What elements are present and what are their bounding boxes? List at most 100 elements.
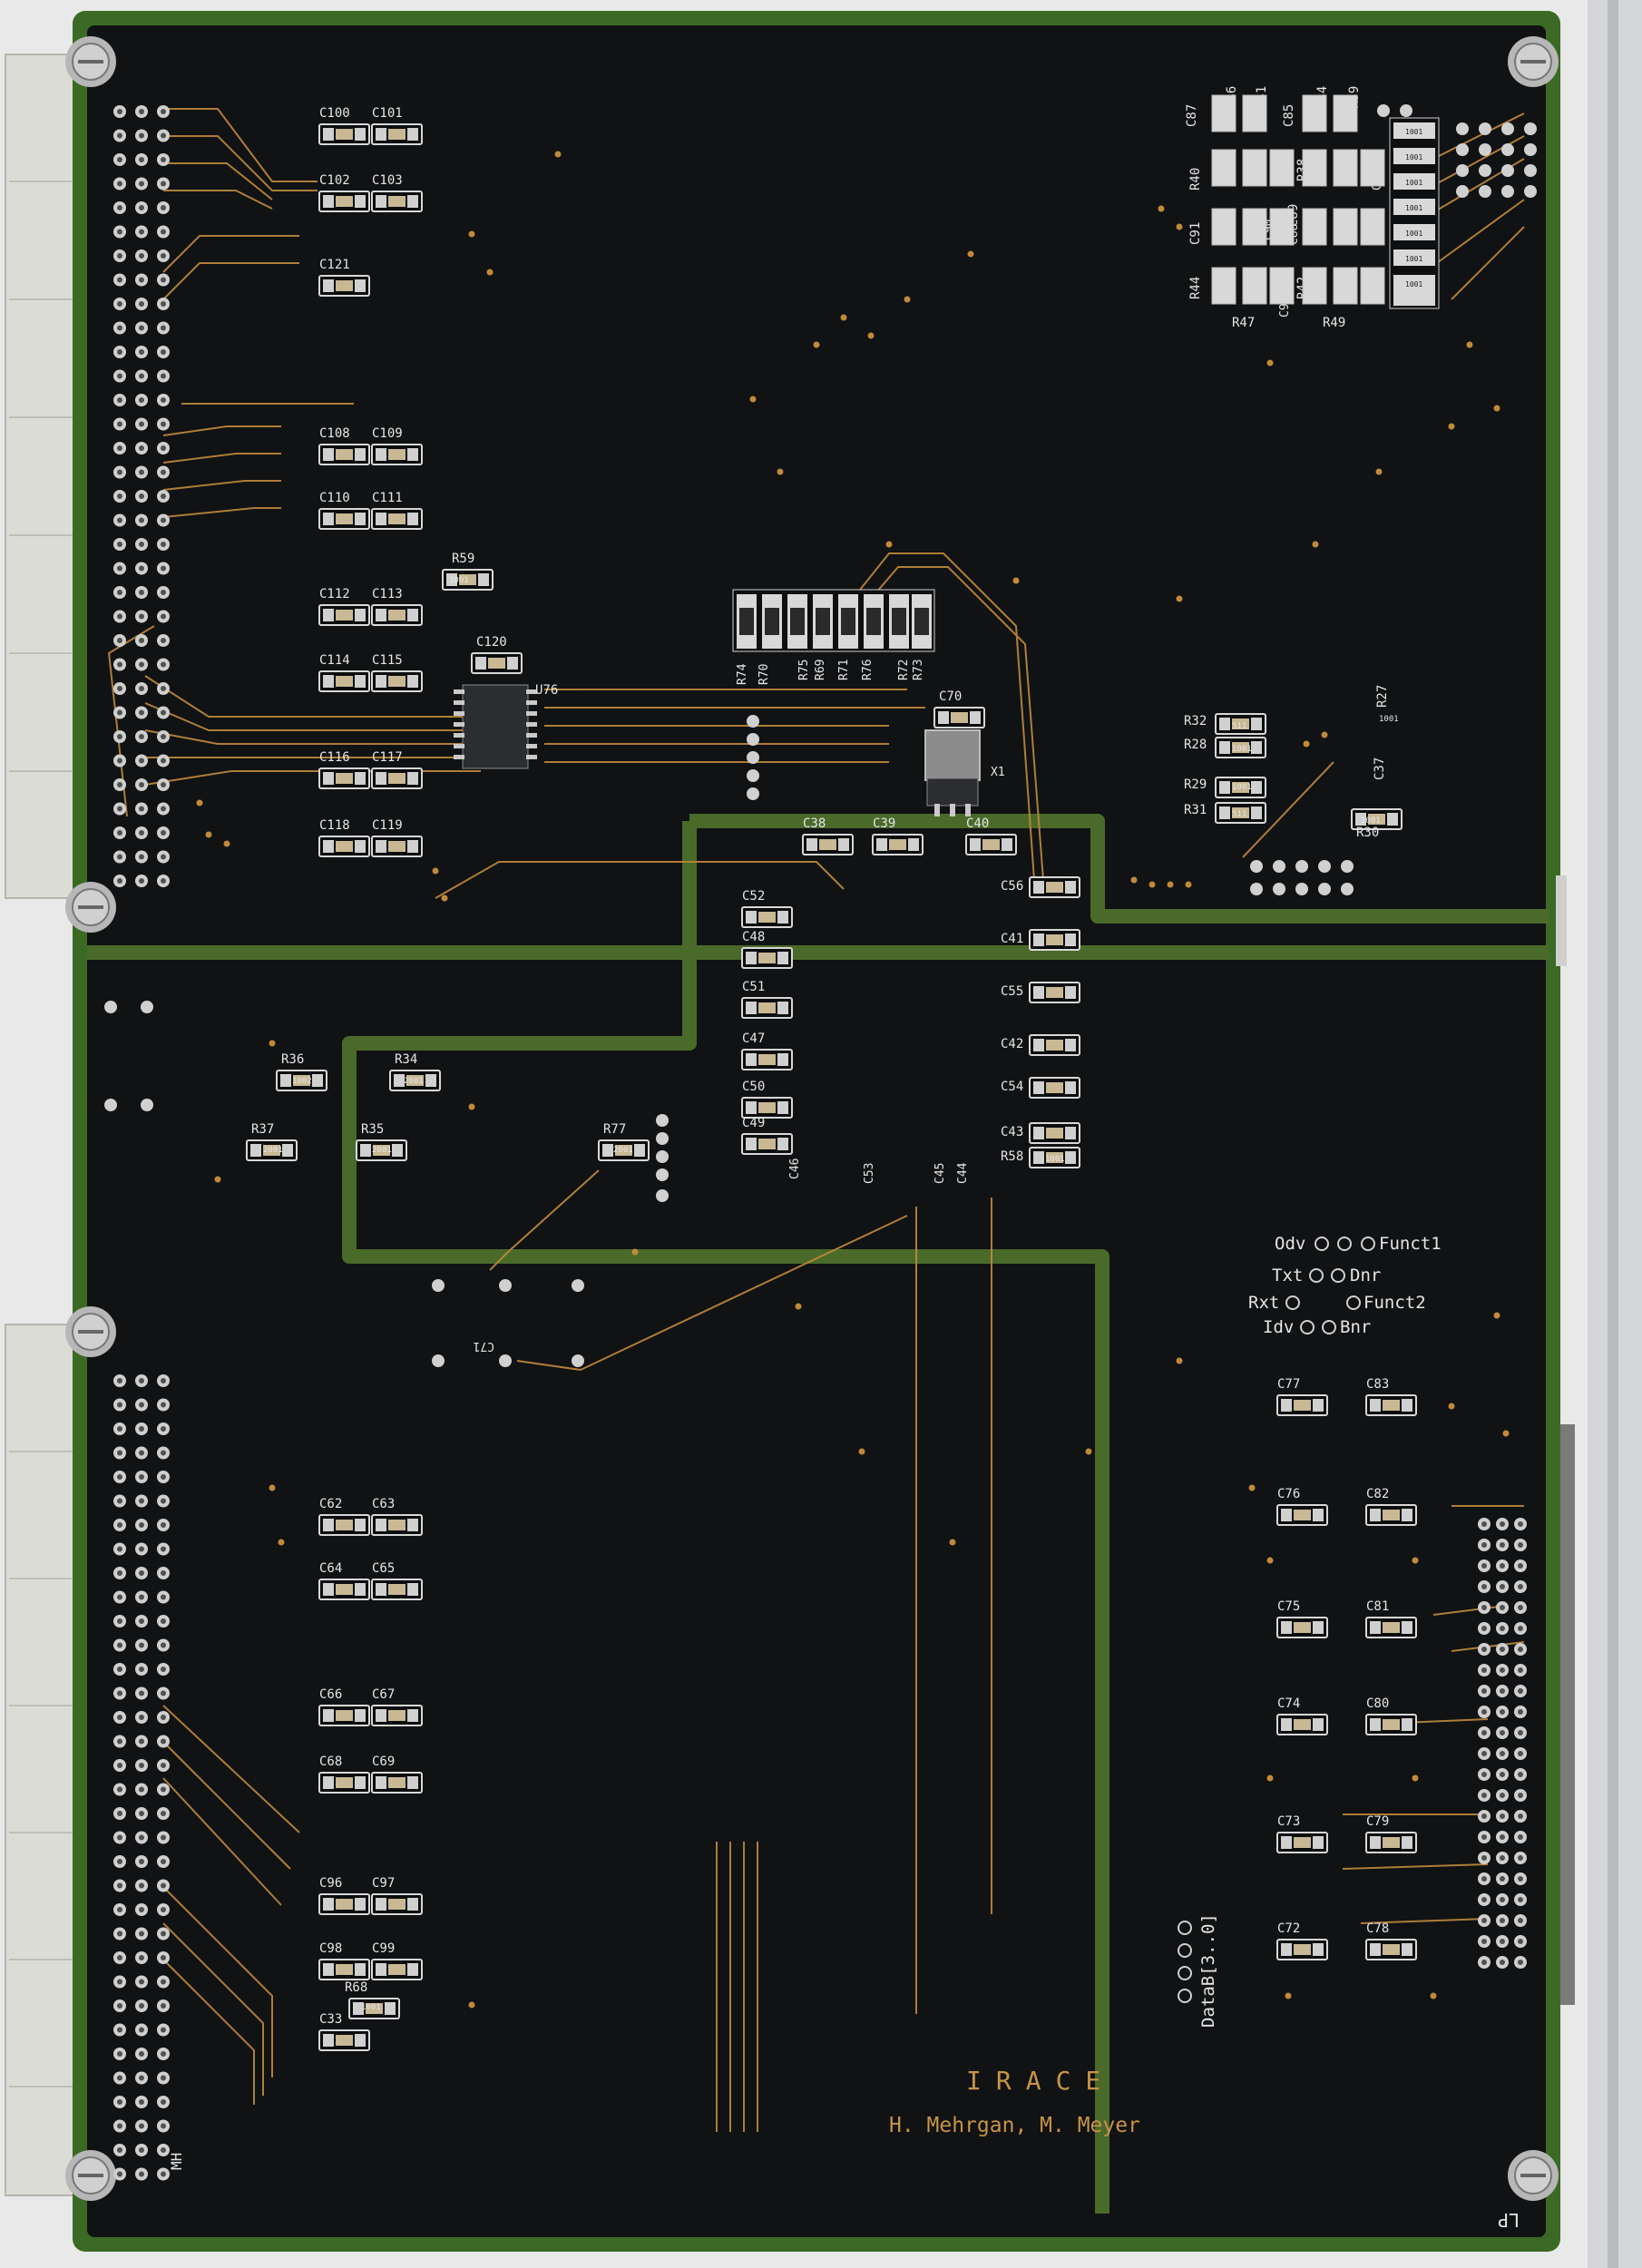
label-c101: C101: [372, 106, 403, 121]
label-c82: C82: [1366, 1487, 1389, 1501]
code-r77: 2001: [613, 1146, 633, 1155]
label-r69: R69: [814, 660, 827, 680]
component-c103: C103: [371, 173, 423, 212]
label-r59: R59: [452, 552, 474, 566]
component-c70: C70: [933, 689, 985, 728]
label-r77: R77: [603, 1122, 626, 1137]
component-c42: C42: [1001, 1034, 1080, 1056]
component-c82: C82: [1365, 1487, 1417, 1526]
component-c98: C98: [318, 1941, 370, 1980]
component-c50: C50: [741, 1080, 793, 1119]
component-c121: C121: [318, 258, 370, 297]
component-r30: R30: [1351, 808, 1403, 840]
code-stack-6: 1001: [1405, 255, 1422, 263]
tp-bnr: Bnr: [1340, 1317, 1371, 1337]
label-c119: C119: [372, 818, 403, 833]
component-c87: C87: [1185, 104, 1199, 127]
label-r30: R30: [1356, 826, 1379, 840]
ground-plane-outline: [87, 814, 1549, 2214]
right-rail-groove: [1608, 0, 1618, 2268]
label-c67: C67: [372, 1687, 395, 1702]
label-r28: R28: [1184, 738, 1207, 752]
label-c46: C46: [788, 1158, 802, 1179]
component-c101: C101: [371, 106, 423, 145]
component-c73: C73: [1276, 1814, 1328, 1853]
label-c91: C91: [1188, 222, 1203, 245]
component-c114: C114: [318, 653, 370, 692]
label-c100: C100: [319, 106, 350, 121]
label-c118: C118: [319, 818, 350, 833]
connector-pin-grid: [113, 105, 1527, 2181]
label-c68: C68: [319, 1755, 342, 1769]
component-r31: R31: [1184, 802, 1266, 824]
label-c53: C53: [863, 1163, 876, 1184]
label-r49: R49: [1323, 316, 1345, 330]
component-c81: C81: [1365, 1599, 1417, 1638]
component-c43: C43: [1001, 1122, 1080, 1144]
component-r27: R27: [1375, 685, 1390, 708]
component-r28: R28: [1184, 737, 1266, 758]
code-r31: 511: [1232, 810, 1246, 819]
left-connector-bottom: [5, 1324, 79, 2196]
component-c120: C120: [471, 635, 523, 674]
label-c63: C63: [372, 1497, 395, 1511]
label-c98: C98: [319, 1941, 342, 1956]
label-c45: C45: [933, 1163, 947, 1184]
mounting-screws: [65, 36, 1559, 2201]
label-c103: C103: [372, 173, 403, 188]
label-c51: C51: [742, 980, 765, 994]
board-title: IRACE: [966, 2066, 1115, 2096]
component-c54: C54: [1001, 1077, 1080, 1099]
component-c68: C68: [318, 1755, 370, 1794]
tp-funct2: Funct2: [1363, 1293, 1426, 1313]
code-stack-2: 1001: [1405, 153, 1422, 161]
component-c112: C112: [318, 587, 370, 626]
label-c33: C33: [319, 2012, 342, 2027]
label-c56: C56: [1001, 879, 1023, 894]
label-r32: R32: [1184, 714, 1207, 728]
label-r72: R72: [897, 660, 911, 680]
label-c55: C55: [1001, 984, 1023, 999]
component-c76: C76: [1276, 1487, 1328, 1526]
component-r47: R47: [1232, 316, 1255, 330]
test-point-labels: Odv Funct1 Txt Dnr Rxt Funct2 Idv Bnr Da…: [1178, 1234, 1442, 2028]
label-c117: C117: [372, 750, 403, 765]
code-r35: 2001: [372, 1146, 392, 1155]
label-c75: C75: [1277, 1599, 1300, 1614]
right-edge-connector: [1556, 875, 1575, 2005]
component-c96: C96: [318, 1876, 370, 1915]
x1-label: X1: [991, 766, 1005, 779]
ic-u76: U76: [454, 683, 558, 769]
code-r29: 1001: [1232, 783, 1252, 792]
label-c74: C74: [1277, 1696, 1300, 1711]
label-c65: C65: [372, 1561, 395, 1576]
label-c110: C110: [319, 491, 350, 505]
label-r70: R70: [757, 664, 771, 685]
code-r68: 1001: [361, 2003, 381, 2012]
component-r40: R40: [1188, 168, 1203, 191]
label-c99: C99: [372, 1941, 395, 1956]
top-right-resistor-stack: 1001 1001 1001 1001 1001 1001 1001: [1211, 94, 1440, 309]
regulator-x1: X1: [924, 729, 1005, 816]
copper-traces: [107, 108, 1525, 2132]
right-pins: [1478, 1518, 1527, 1969]
component-c67: C67: [371, 1687, 423, 1726]
component-r29: R29: [1184, 777, 1266, 798]
label-c43: C43: [1001, 1125, 1023, 1139]
component-r32: R32: [1184, 713, 1266, 735]
label-c64: C64: [319, 1561, 342, 1576]
label-c40: C40: [966, 816, 989, 831]
tp-odv: Odv: [1275, 1234, 1305, 1254]
resistor-codes: 1001 511 1001 1001 511 1001 1001 1002 20…: [263, 576, 1399, 2012]
component-c64: C64: [318, 1561, 370, 1600]
label-c78: C78: [1366, 1921, 1389, 1936]
component-c91: C91: [1188, 222, 1203, 245]
label-r35: R35: [361, 1122, 384, 1137]
label-c80: C80: [1366, 1696, 1389, 1711]
label-r29: R29: [1184, 777, 1207, 792]
label-c52: C52: [742, 889, 765, 904]
board-authors: H. Mehrgan, M. Meyer: [889, 2114, 1140, 2137]
component-r59: R59: [442, 552, 494, 591]
label-r75: R75: [797, 660, 811, 680]
vias: [104, 104, 1537, 2009]
